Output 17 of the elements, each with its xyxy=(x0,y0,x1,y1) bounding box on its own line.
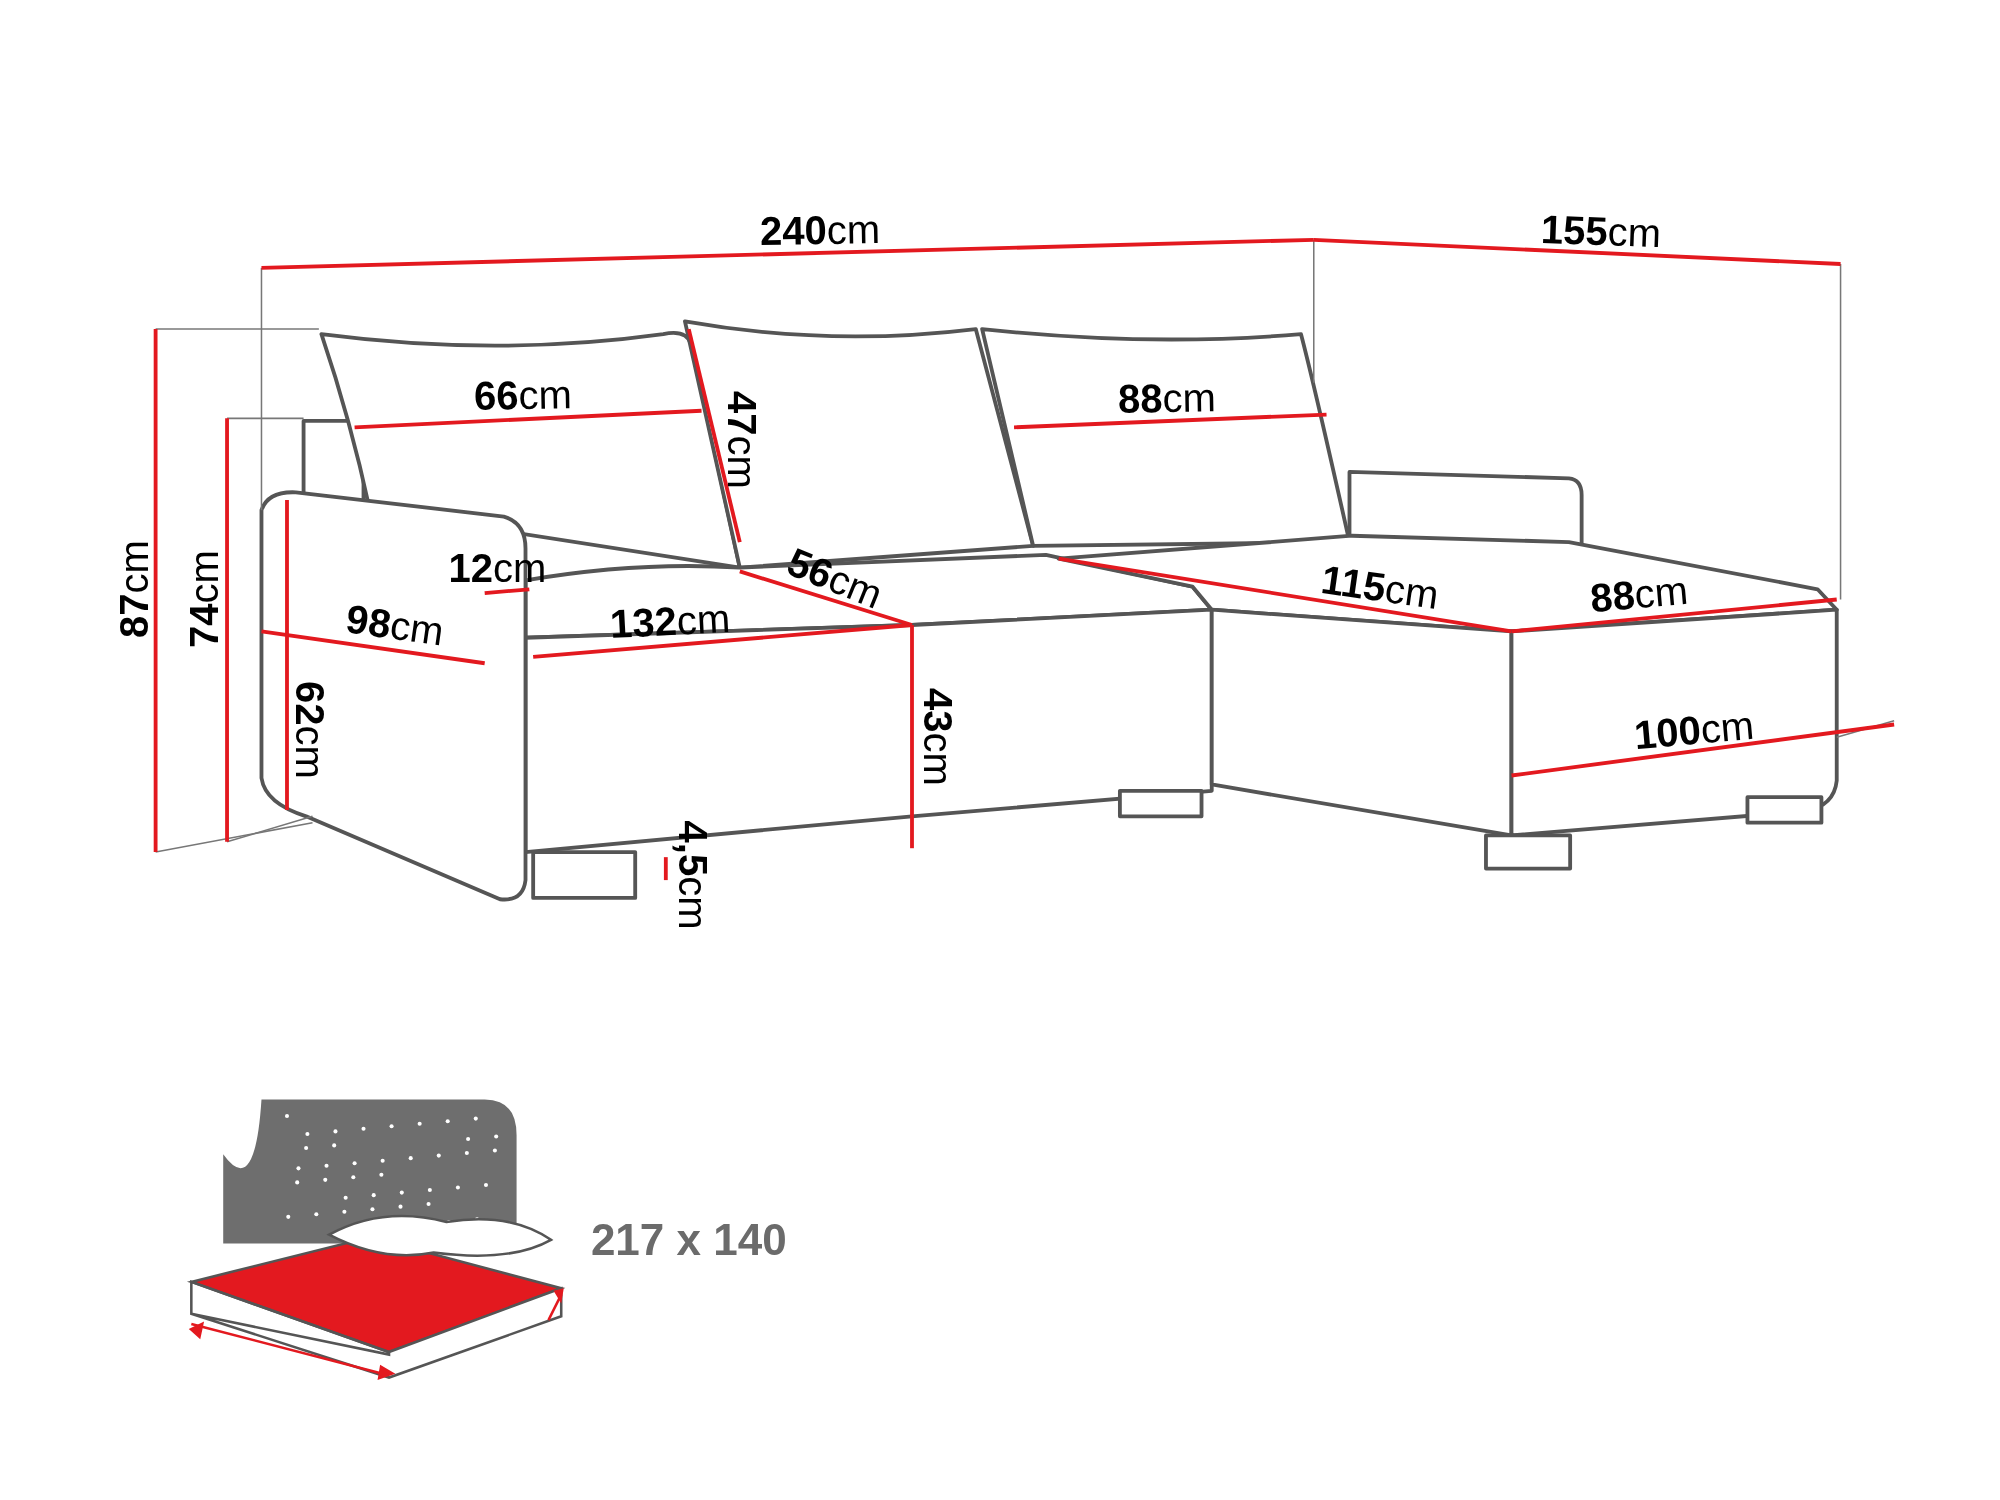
dimension-label: 56cm xyxy=(782,540,889,615)
dimension-label: 240cm xyxy=(759,208,881,251)
dimension-label: 43cm xyxy=(917,688,958,787)
dimension-label: 88cm xyxy=(1588,570,1690,619)
dimension-label: 47cm xyxy=(722,391,763,489)
dimension-label: 132cm xyxy=(608,598,731,645)
dimension-label: 100cm xyxy=(1632,704,1756,755)
dimension-label: 87cm xyxy=(113,540,154,639)
bed-size-label: 217 x 140 xyxy=(590,1217,787,1262)
dimension-label: 4,5cm xyxy=(672,820,713,930)
dimension-label: 155cm xyxy=(1540,208,1662,253)
dimension-label: 88cm xyxy=(1117,377,1217,419)
dimension-label: 74cm xyxy=(184,550,225,649)
dimension-label: 98cm xyxy=(344,598,447,652)
dimension-label: 62cm xyxy=(289,680,330,779)
dimension-label: 115cm xyxy=(1318,558,1442,615)
dimension-label: 66cm xyxy=(473,374,573,417)
